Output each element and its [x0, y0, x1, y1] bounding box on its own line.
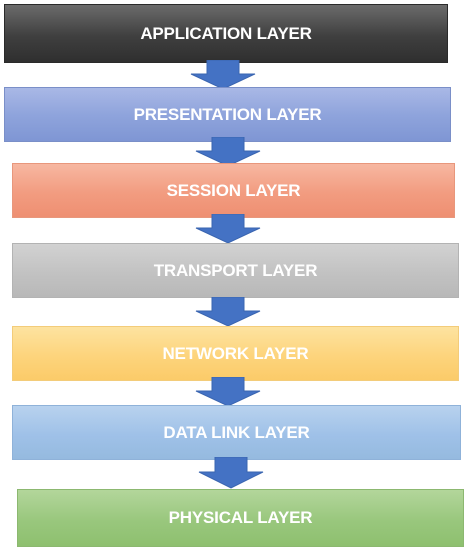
application-layer-box: APPLICATION LAYER — [4, 4, 448, 63]
presentation-layer-label: PRESENTATION LAYER — [133, 104, 322, 124]
physical-layer-label: PHYSICAL LAYER — [168, 508, 313, 527]
down-arrow-icon — [189, 60, 257, 90]
transport-layer-box: TRANSPORT LAYER — [12, 243, 459, 298]
network-layer-label: NETWORK LAYER — [162, 343, 309, 363]
presentation-layer-box: PRESENTATION LAYER — [4, 87, 451, 142]
data-link-layer-box: DATA LINK LAYER — [12, 405, 461, 460]
physical-layer-box: PHYSICAL LAYER — [17, 489, 464, 547]
data-link-layer-label: DATA LINK LAYER — [163, 422, 310, 442]
network-layer-box: NETWORK LAYER — [12, 326, 459, 381]
session-layer-label: SESSION LAYER — [166, 180, 301, 200]
down-arrow-icon — [194, 377, 262, 407]
down-arrow-icon — [194, 214, 262, 244]
down-arrow-icon — [194, 297, 262, 327]
application-layer-label: APPLICATION LAYER — [140, 23, 312, 43]
down-arrow-icon — [197, 457, 265, 489]
transport-layer-label: TRANSPORT LAYER — [153, 260, 318, 280]
down-arrow-icon — [194, 137, 262, 167]
session-layer-box: SESSION LAYER — [12, 163, 455, 218]
